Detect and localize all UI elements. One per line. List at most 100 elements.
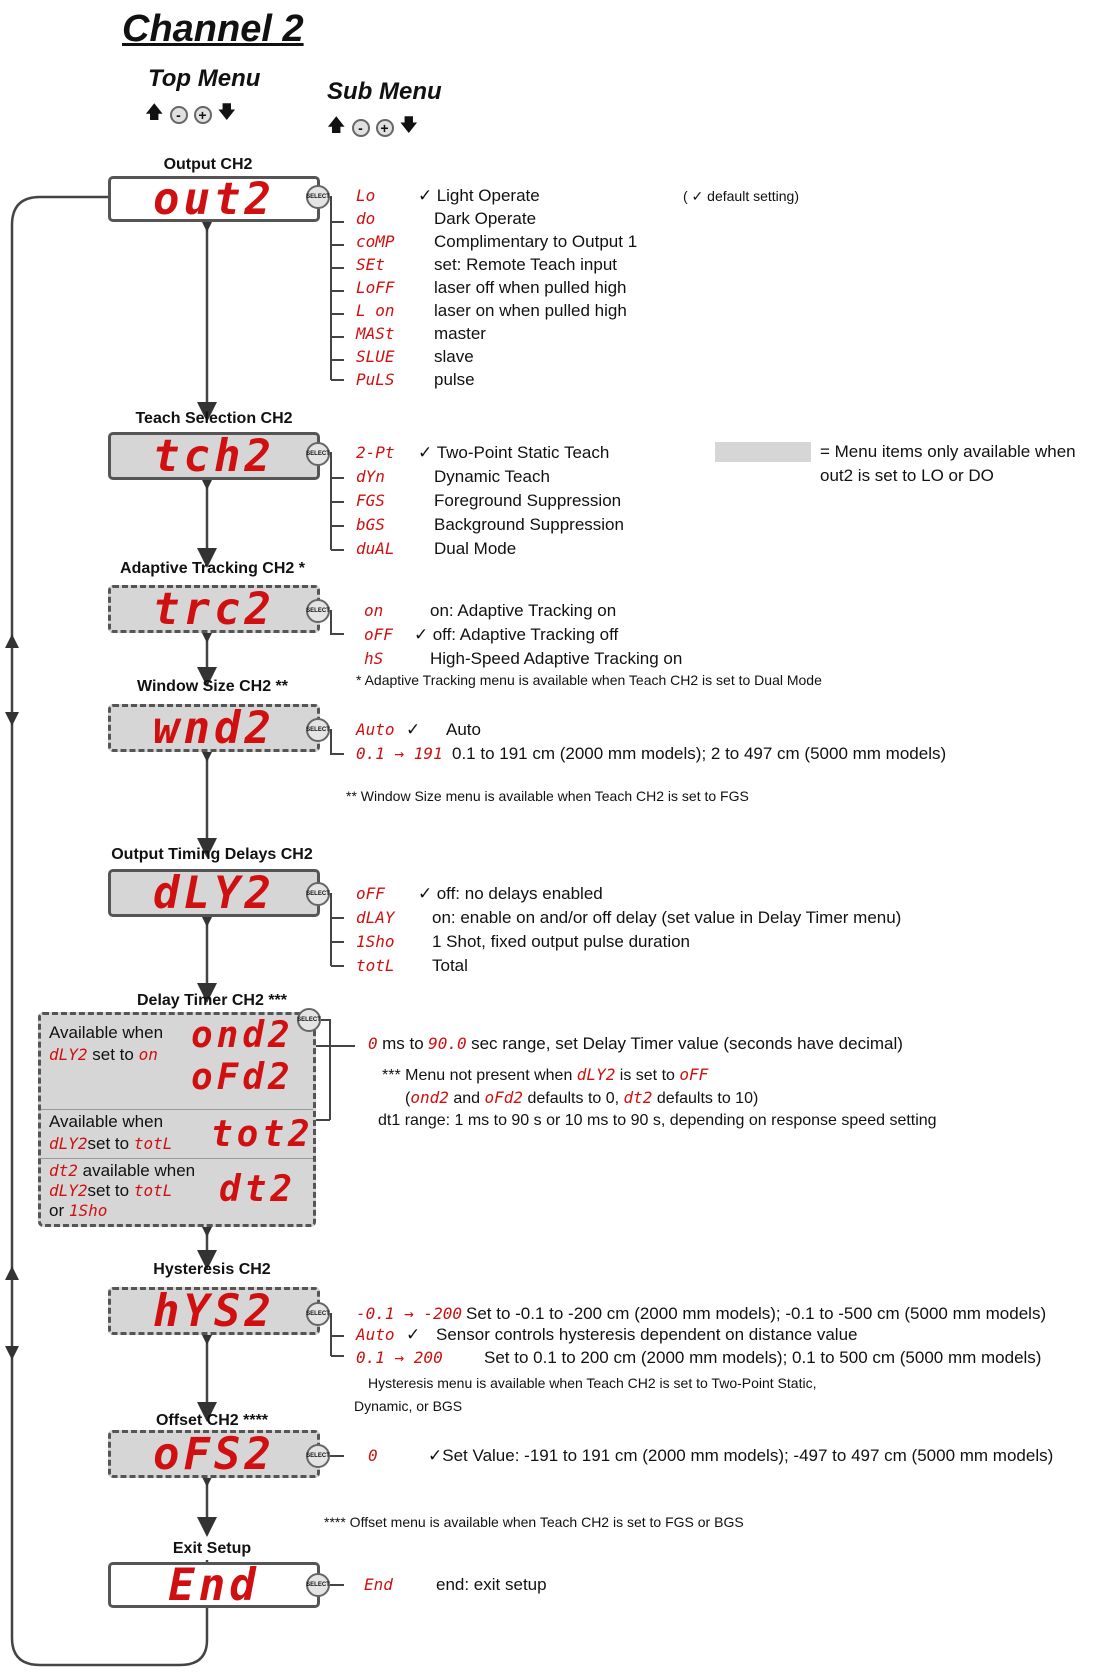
item-text: Total <box>432 956 468 975</box>
output-ch2-label: Output CH2 <box>163 156 253 173</box>
select-icon: SELECT <box>306 718 330 742</box>
display-text: out2 <box>153 173 275 225</box>
item-code: PuLS <box>356 370 395 389</box>
select-icon: SELECT <box>306 599 330 623</box>
item-text: Dynamic Teach <box>434 467 550 486</box>
item-code: Auto <box>356 720 395 739</box>
offset-ch2-display: oFS2 <box>108 1428 320 1480</box>
item-text: Foreground Suppression <box>434 491 622 510</box>
dly2-set-totl: dLY2set to totL <box>49 1181 172 1201</box>
tot-section: Available when dLY2set to totL tot2 <box>41 1110 313 1159</box>
delay-range: 0 ms to 90.0 sec range, set Delay Timer … <box>368 1034 903 1054</box>
tracking-ch2-display: trc2 <box>108 584 320 635</box>
display-text: oFS2 <box>153 1428 275 1480</box>
item-code: SLUE <box>356 347 395 366</box>
code-dly2: dLY2 <box>49 1134 88 1153</box>
list-item: oFF✓ off: Adaptive Tracking off <box>364 625 618 645</box>
avail-when-text: Available when <box>49 1112 164 1131</box>
list-item: 0 ✓Set Value: -191 to 191 cm (2000 mm mod… <box>368 1446 1053 1466</box>
code-dly2: dLY2 <box>49 1045 88 1064</box>
window-ch2-label: Window Size CH2 ** <box>137 678 288 695</box>
sub-menu-heading: Sub Menu <box>327 78 442 105</box>
range-zero: 0 <box>368 1034 378 1053</box>
item-text: Set Value: -191 to 191 cm (2000 mm model… <box>442 1446 1054 1465</box>
hysteresis-note-1: Hysteresis menu is available when Teach … <box>368 1375 817 1391</box>
check-icon: ✓ <box>428 1446 443 1465</box>
list-item: Auto✓Auto <box>356 720 481 740</box>
check-icon: ✓ <box>418 186 433 205</box>
list-item: dLAY on: enable on and/or off delay (set … <box>356 908 901 928</box>
item-text: on: enable on and/or off delay (set valu… <box>432 908 902 927</box>
ond2-display: ond2 <box>191 1015 294 1056</box>
minus-button-icon: - <box>169 106 188 124</box>
delay-note-2: (ond2 and oFd2 defaults to 0, dt2 defaul… <box>405 1088 759 1107</box>
item-text: Set to 0.1 to 200 cm (2000 mm models); 0… <box>484 1348 1042 1367</box>
item-text: 1 Shot, fixed output pulse duration <box>432 932 691 951</box>
set-to-text: set to <box>87 1134 130 1153</box>
set-to-text: set to <box>87 1181 130 1200</box>
note-text: defaults to 0, <box>527 1090 620 1107</box>
offset-items: 0 ✓Set Value: -191 to 191 cm (2000 mm mod… <box>368 1446 1053 1466</box>
code-dt2: dt2 <box>49 1161 78 1180</box>
display-text: wnd2 <box>153 702 275 754</box>
check-icon: ✓ <box>414 625 429 644</box>
item-text: Auto <box>446 720 481 739</box>
gray-legend-text: = Menu items only available when out2 is… <box>820 442 1076 485</box>
item-text: laser off when pulled high <box>434 278 627 297</box>
item-text: Sensor controls hysteresis dependent on … <box>436 1325 858 1344</box>
display-text: hYS2 <box>153 1285 275 1337</box>
up-arrow-icon: 🡅 <box>327 115 346 135</box>
available-when-text: available when <box>82 1161 196 1180</box>
code-totl: totL <box>133 1181 173 1200</box>
output-ch2-display: out2 <box>108 173 320 225</box>
range-text: sec range, set Delay Timer value (second… <box>471 1034 903 1053</box>
code-off: oFF <box>679 1065 709 1084</box>
exit-setup-label: Exit Setup <box>172 1540 252 1557</box>
tracking-ch2-label: Adaptive Tracking CH2 * <box>120 560 305 577</box>
item-code: do <box>356 209 376 228</box>
item-code: oFF <box>356 884 385 903</box>
down-arrow-icon: 🡇 <box>399 115 419 135</box>
dt2-avail: dt2 available when <box>49 1161 195 1181</box>
item-code: 0 <box>368 1446 378 1465</box>
list-item: PuLS pulse <box>356 370 475 390</box>
note-text: *** Menu not present when <box>382 1067 573 1084</box>
range-max: 90.0 <box>428 1034 467 1053</box>
check-icon: ✓ <box>418 443 433 462</box>
code-dly2: dLY2 <box>49 1181 88 1200</box>
range-ms: ms to <box>382 1034 424 1053</box>
item-code: dLAY <box>356 908 395 927</box>
dly2-set-totl: dLY2set to totL <box>49 1134 172 1154</box>
item-code: MASt <box>356 324 395 343</box>
note-text: is set to <box>619 1067 675 1084</box>
sub-nav-buttons: 🡅 - + 🡇 <box>327 113 418 143</box>
item-text: 0.1 to 191 cm (2000 mm models); 2 to 497… <box>452 744 947 763</box>
code-ofd2: oFd2 <box>484 1088 523 1107</box>
select-icon: SELECT <box>306 882 330 906</box>
plus-button-icon: + <box>375 119 394 137</box>
code-dt2: dt2 <box>623 1088 653 1107</box>
item-code: dYn <box>356 467 385 486</box>
item-text: pulse <box>434 370 475 389</box>
item-code: hS <box>364 649 384 668</box>
item-code: oFF <box>364 625 393 644</box>
down-arrow-icon: 🡇 <box>217 102 237 122</box>
item-text: laser on when pulled high <box>434 301 627 320</box>
exit-setup-display: End <box>108 1560 320 1611</box>
delay-timer-label: Delay Timer CH2 *** <box>137 992 287 1009</box>
select-icon: SELECT <box>306 1302 330 1326</box>
item-text: Set to -0.1 to -200 cm (2000 mm models);… <box>466 1304 1047 1323</box>
code-totl: totL <box>133 1134 173 1153</box>
list-item: Lo✓ Light Operate <box>356 186 540 206</box>
item-code: SEt <box>356 255 385 274</box>
check-icon: ✓ <box>406 1325 421 1344</box>
